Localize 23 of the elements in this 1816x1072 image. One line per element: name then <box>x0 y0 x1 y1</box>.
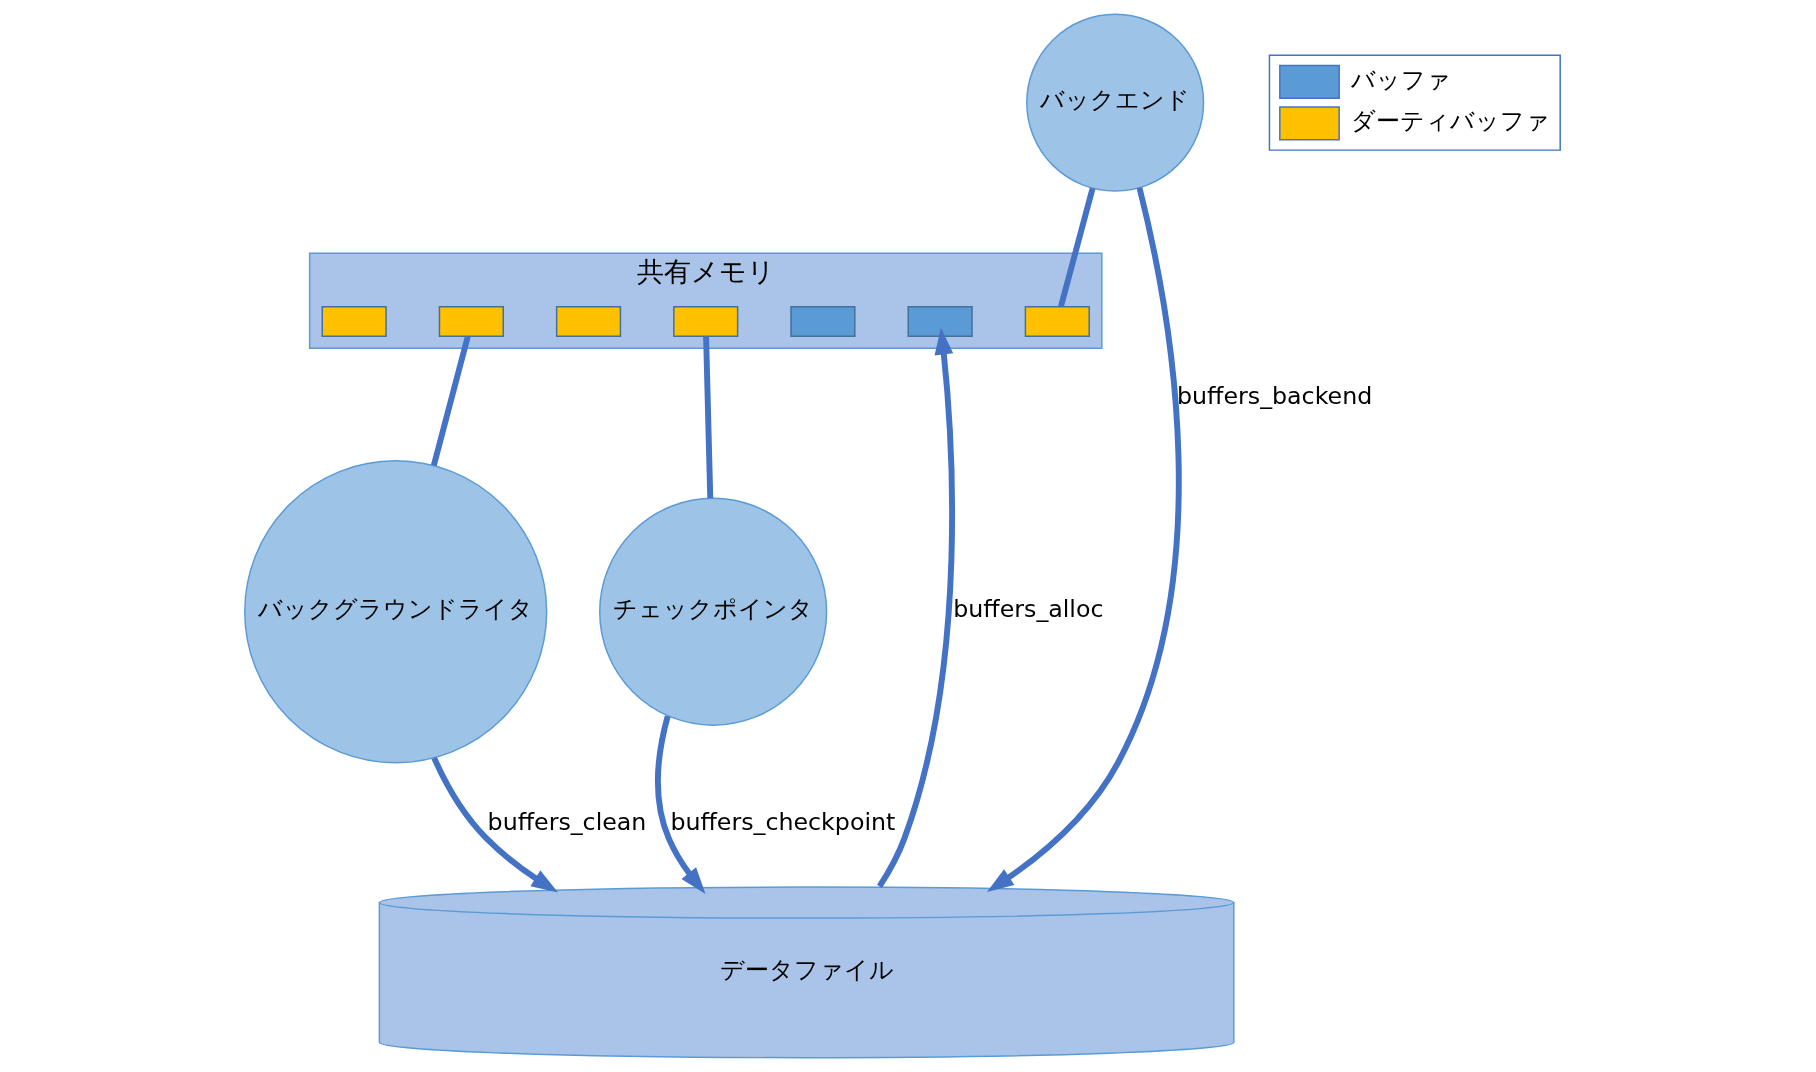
node-box <box>672 305 738 338</box>
node-box <box>438 305 504 338</box>
node-circle: バックグラウンドライタ <box>243 460 547 764</box>
connector <box>430 335 471 467</box>
cluster: 共有メモリ <box>308 252 1103 349</box>
legend-label: ダーティバッファ <box>1350 107 1550 136</box>
connector <box>702 336 713 499</box>
edge-label: buffers_checkpoint <box>669 808 895 837</box>
node-circle: バックエンド <box>1025 13 1204 192</box>
node-box <box>789 305 856 338</box>
node-box <box>321 305 387 338</box>
arrow <box>876 327 955 889</box>
arrow <box>654 715 706 894</box>
node-circle: チェックポインタ <box>598 497 827 726</box>
arrow <box>986 186 1181 892</box>
edge-label: buffers_backend <box>1176 382 1372 411</box>
node-box <box>1024 305 1090 338</box>
legend-label: バッファ <box>1350 65 1451 94</box>
node-box <box>907 305 973 338</box>
edge-label: buffers_clean <box>487 808 646 837</box>
arrow <box>430 756 558 893</box>
edge-label: buffers_alloc <box>952 595 1104 624</box>
node-box <box>555 305 621 338</box>
